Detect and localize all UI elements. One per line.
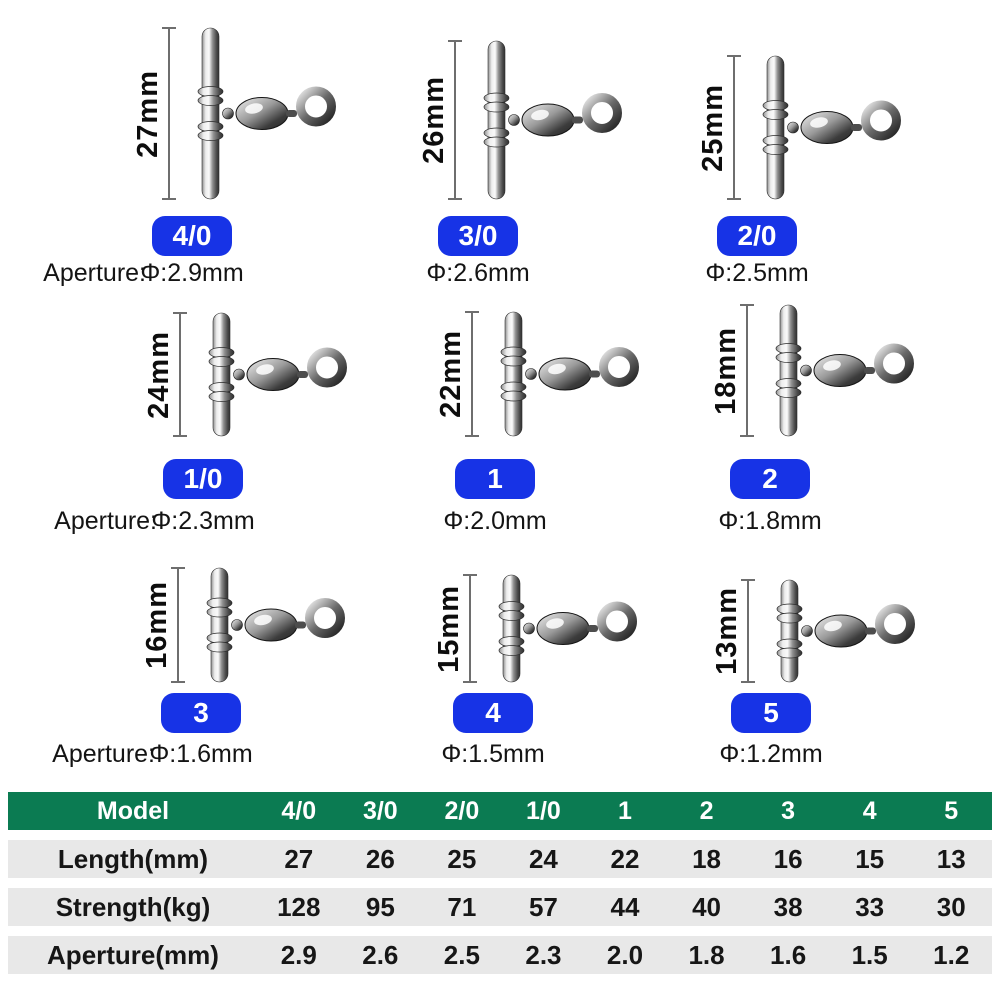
row-label: Length(mm) [57, 843, 209, 874]
aperture-text: Φ:2.0mm [365, 507, 625, 536]
model-badge: 4 [453, 693, 533, 733]
model-badge: 5 [731, 693, 811, 733]
dimension-line [173, 312, 187, 437]
length-label: 22mm [435, 330, 467, 418]
product-photo: 18mm [666, 303, 914, 437]
aperture-value: Φ:2.3mm [151, 507, 255, 535]
swivel-image [479, 574, 641, 683]
dimension-line [448, 40, 462, 200]
length-label: 24mm [143, 330, 175, 419]
model-badge: 2 [730, 459, 810, 499]
table-header-row: Model 4/0 3/0 2/0 1/0 1 2 3 4 5 [8, 792, 992, 830]
product-photo: 15mm [389, 556, 637, 683]
aperture-text: Φ:1.2mm [641, 740, 901, 769]
aperture-value: Φ:1.6mm [149, 740, 253, 768]
product-card-1: 22mm 1 Φ:2.0mm [365, 303, 639, 536]
dimension-line [741, 579, 755, 683]
aperture-label: Aperture: [54, 507, 157, 535]
length-label: 13mm [711, 587, 743, 675]
model-badge: 3 [161, 693, 241, 733]
aperture-value: Φ:2.6mm [426, 259, 530, 287]
table-row-length: Length(mm) 27 26 25 24 22 18 16 15 13 [8, 840, 992, 878]
product-card-1-0: 24mm 1/0 Aperture: Φ:2.3mm [54, 303, 347, 536]
table-row-strength: Strength(kg) 128 95 71 57 44 40 38 33 30 [8, 888, 992, 926]
product-photo: 16mm [97, 556, 345, 683]
length-label: 27mm [132, 69, 164, 158]
model-badge: 2/0 [717, 216, 797, 256]
dimension-line [463, 574, 477, 683]
aperture-text: Φ:2.5mm [627, 259, 887, 288]
aperture-text: Aperture: Φ:2.3mm [54, 507, 333, 536]
product-card-2-0: 25mm 2/0 Φ:2.5mm [627, 27, 901, 288]
length-label: 25mm [697, 83, 729, 172]
dimension-line [727, 55, 741, 200]
model-badge: 4/0 [152, 216, 232, 256]
product-photo: 26mm [374, 27, 622, 200]
dimension-line [740, 304, 754, 437]
swivel-image [743, 55, 905, 200]
header-model: Model [96, 796, 170, 825]
aperture-text: Aperture: Φ:2.9mm [43, 259, 322, 288]
product-photo: 24mm [99, 303, 347, 437]
product-card-4-0: 27mm 4/0 Aperture: Φ:2.9mm [43, 27, 336, 288]
aperture-label: Aperture: [52, 740, 155, 768]
model-badge: 3/0 [438, 216, 518, 256]
product-card-3-0: 26mm 3/0 Φ:2.6mm [348, 27, 622, 288]
product-card-5: 13mm 5 Φ:1.2mm [641, 556, 915, 769]
swivel-image [187, 567, 349, 683]
spec-table: Model 4/0 3/0 2/0 1/0 1 2 3 4 5 Length(m… [8, 792, 992, 974]
product-card-2: 18mm 2 Φ:1.8mm [640, 303, 914, 536]
table-row-aperture: Aperture(mm) 2.9 2.6 2.5 2.3 2.0 1.8 1.6… [8, 936, 992, 974]
length-label: 18mm [710, 326, 742, 415]
model-badge: 1/0 [163, 459, 243, 499]
aperture-value: Φ:2.5mm [705, 259, 809, 287]
dimension-line [465, 311, 479, 437]
model-badge: 1 [455, 459, 535, 499]
row-label: Strength(kg) [55, 891, 211, 922]
swivel-image [178, 27, 340, 200]
length-label: 15mm [433, 584, 465, 673]
aperture-text: Aperture: Φ:1.6mm [52, 740, 331, 769]
aperture-text: Φ:1.8mm [640, 507, 900, 536]
aperture-value: Φ:2.0mm [443, 507, 547, 535]
product-photo: 22mm [391, 303, 639, 437]
aperture-value: Φ:1.2mm [719, 740, 823, 768]
aperture-label: Aperture: [43, 259, 146, 287]
dimension-line [171, 567, 185, 683]
swivel-image [757, 579, 919, 683]
aperture-value: Φ:1.8mm [718, 507, 822, 535]
swivel-image [464, 40, 626, 200]
product-photo: 13mm [667, 556, 915, 683]
swivel-image [189, 312, 351, 437]
row-label: Aperture(mm) [47, 939, 219, 970]
dimension-line [162, 27, 176, 200]
product-card-3: 16mm 3 Aperture: Φ:1.6mm [52, 556, 345, 769]
aperture-text: Φ:1.5mm [363, 740, 623, 769]
product-photo: 27mm [88, 27, 336, 200]
swivel-image [756, 304, 918, 437]
aperture-value: Φ:1.5mm [441, 740, 545, 768]
length-label: 26mm [418, 76, 450, 164]
length-label: 16mm [141, 581, 173, 669]
aperture-value: Φ:2.9mm [140, 259, 244, 287]
aperture-text: Φ:2.6mm [348, 259, 608, 288]
product-photo: 25mm [653, 27, 901, 200]
product-card-4: 15mm 4 Φ:1.5mm [363, 556, 637, 769]
swivel-image [481, 311, 643, 437]
